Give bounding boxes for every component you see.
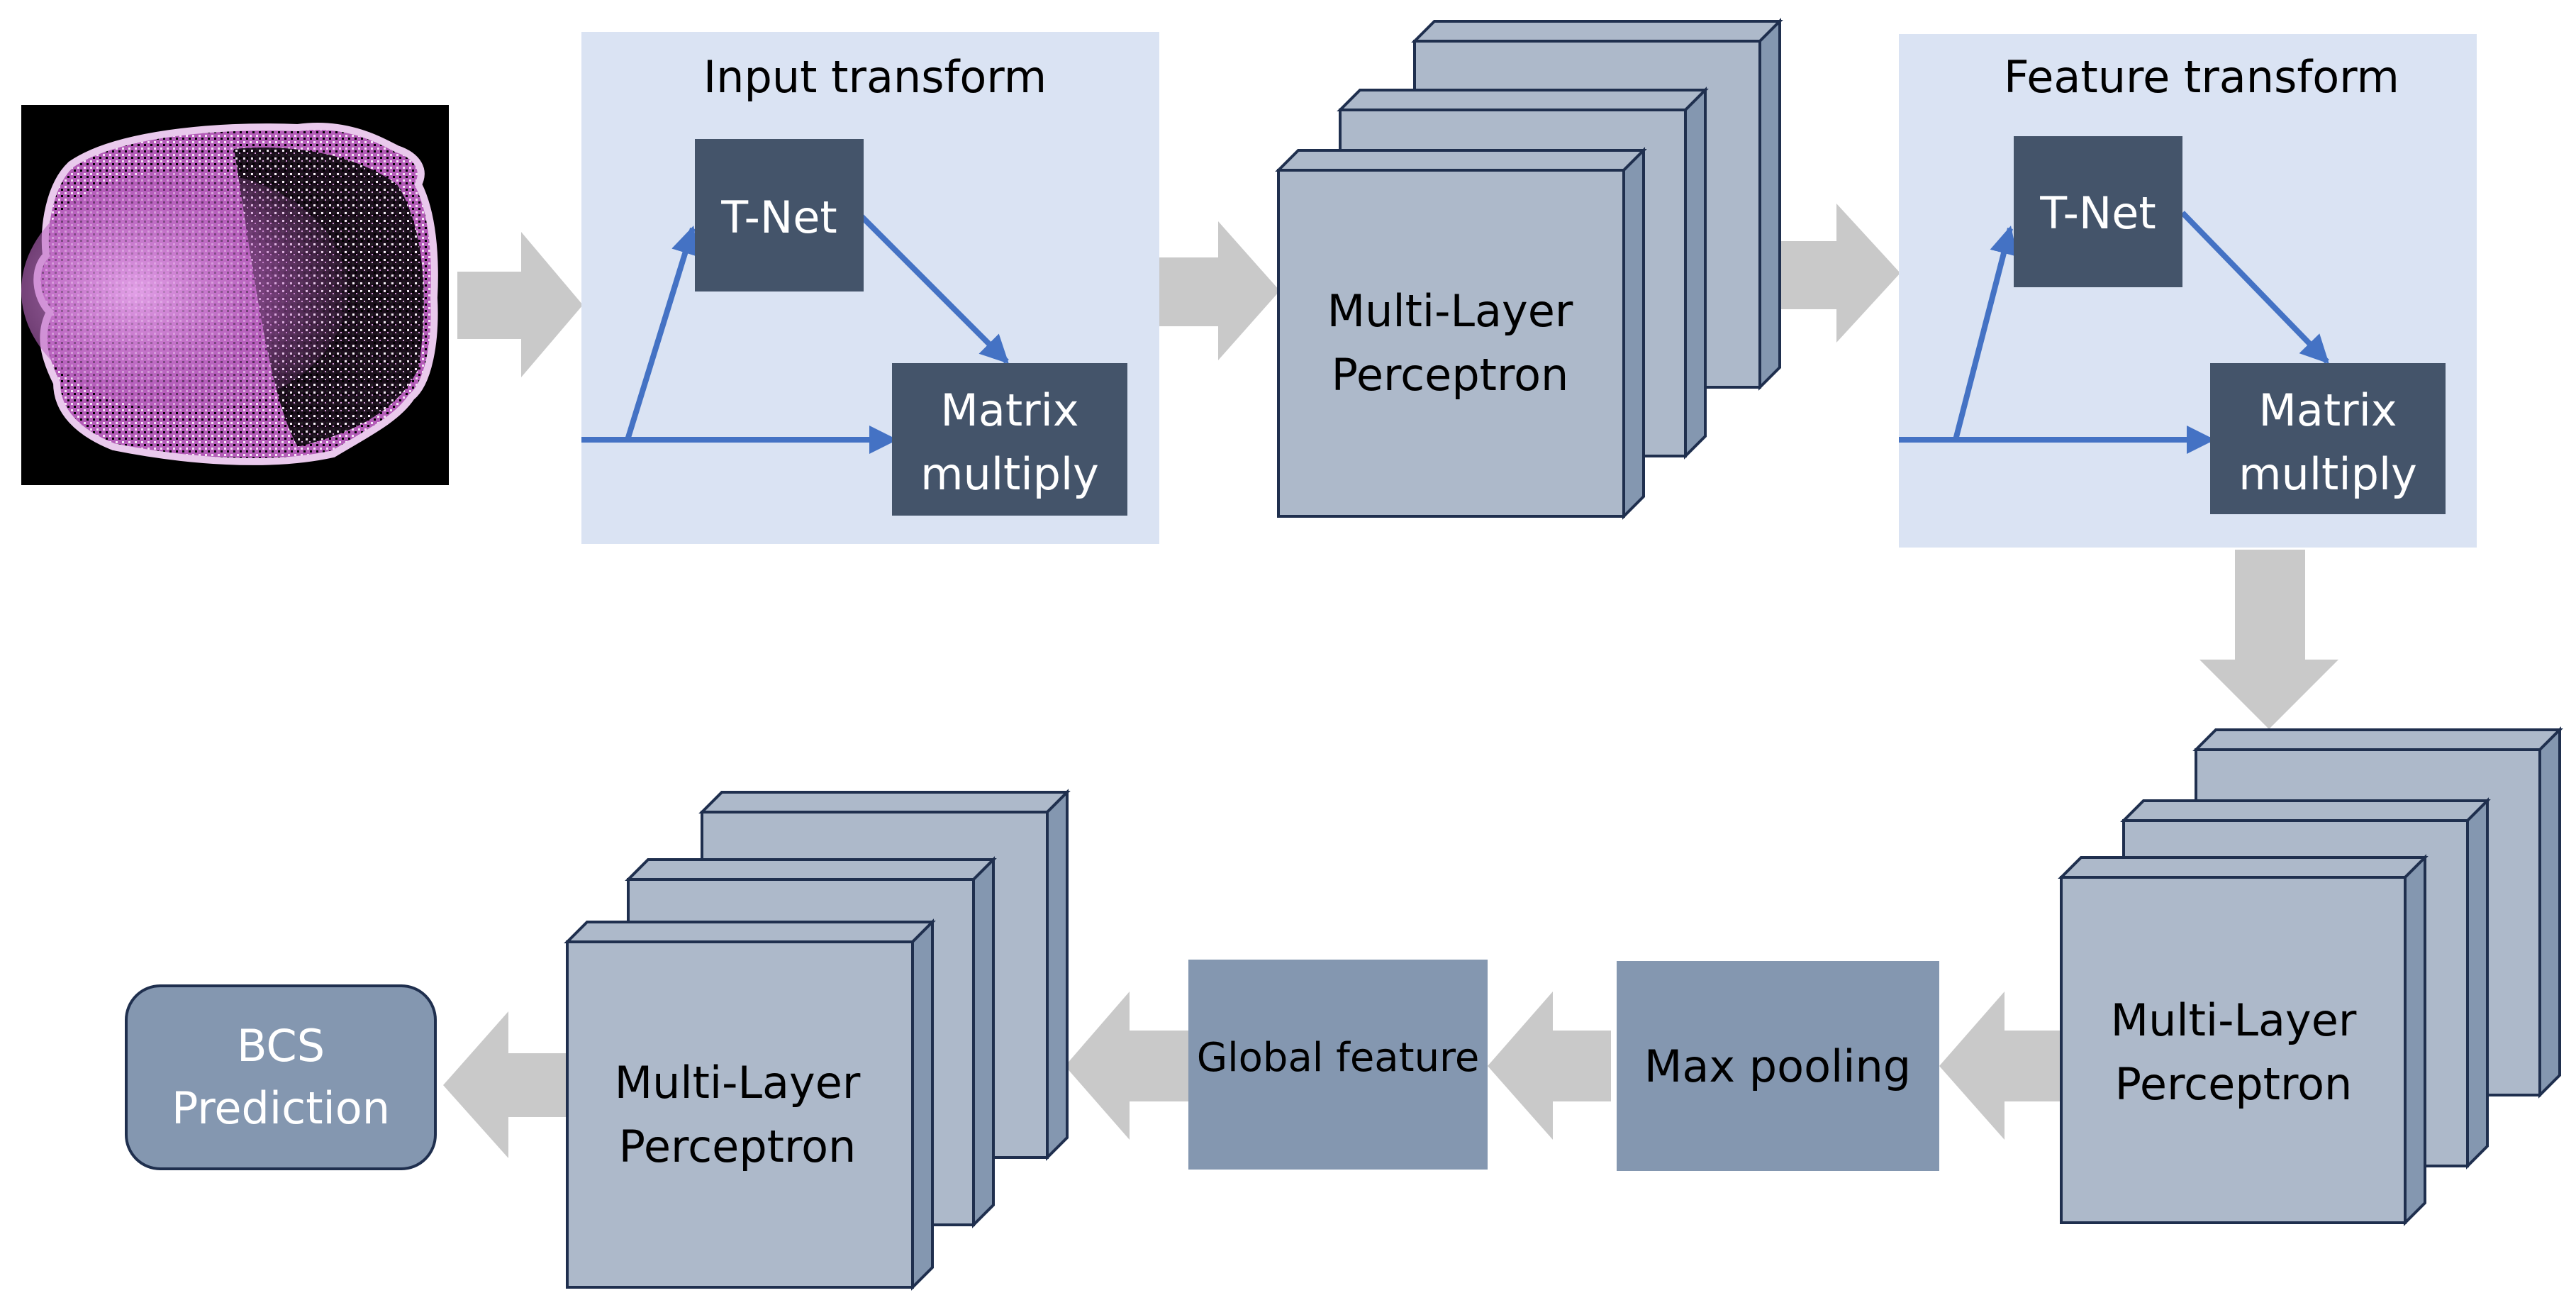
mlp-right-label-1: Multi-Layer	[2111, 994, 2357, 1046]
arrow-maxpool-to-global	[1488, 992, 1611, 1140]
arrow-mlp-to-maxpool	[1939, 992, 2063, 1140]
mlp-right-layer-1	[2058, 854, 2429, 1226]
bcs-prediction-box	[125, 984, 437, 1170]
arrow-global-to-mlp	[1065, 992, 1188, 1140]
mlp-right-label-2: Perceptron	[2115, 1058, 2353, 1110]
feature-transform-title: Feature transform	[2004, 51, 2399, 103]
input-transform-panel: Input transform T-Net Matrix multiply	[581, 32, 1159, 544]
input-matmul-box	[892, 363, 1127, 516]
mlp-stack-right	[2058, 726, 2563, 1226]
mlp-bottom-label-1: Multi-Layer	[615, 1057, 861, 1109]
point-cloud-image	[21, 105, 449, 485]
input-matmul-label-1: Matrix	[940, 384, 1078, 436]
feature-transform-panel: Feature transform T-Net Matrix multiply	[1899, 34, 2477, 548]
bcs-prediction-label-2: Prediction	[172, 1082, 390, 1134]
feature-matmul-label-2: multiply	[2238, 448, 2417, 500]
mlp-top-label-1: Multi-Layer	[1327, 285, 1573, 337]
max-pooling-box	[1617, 961, 1939, 1171]
feature-tnet-label: T-Net	[2039, 187, 2156, 239]
mlp-bottom-layer-1	[564, 918, 936, 1291]
mlp-stack-top	[1275, 18, 1783, 520]
feature-tnet-box	[2014, 136, 2182, 287]
arrow-feature-to-mlp-down	[2199, 550, 2338, 729]
arrow-image-to-input	[457, 232, 583, 377]
global-feature-label: Global feature	[1197, 1035, 1480, 1081]
global-feature-box	[1188, 960, 1488, 1170]
flow-arrows	[443, 204, 2338, 1158]
bcs-prediction-label-1: BCS	[237, 1020, 325, 1072]
feature-matmul-box	[2210, 363, 2446, 514]
mlp-top-label-2: Perceptron	[1332, 349, 1569, 401]
input-tnet-label: T-Net	[720, 191, 837, 243]
input-matmul-label-2: multiply	[920, 448, 1099, 500]
mlp-top-layer-1	[1275, 147, 1647, 520]
mlp-stack-bottom	[564, 789, 1071, 1291]
input-transform-title: Input transform	[703, 51, 1047, 103]
arrow-input-to-mlp	[1159, 221, 1280, 360]
feature-matmul-label-1: Matrix	[2258, 384, 2397, 436]
max-pooling-label: Max pooling	[1644, 1040, 1911, 1092]
input-tnet-box	[695, 139, 864, 291]
arrow-mlp-to-output	[443, 1011, 566, 1158]
arrow-mlp-to-feature	[1778, 204, 1900, 343]
mlp-bottom-label-2: Perceptron	[619, 1121, 857, 1172]
